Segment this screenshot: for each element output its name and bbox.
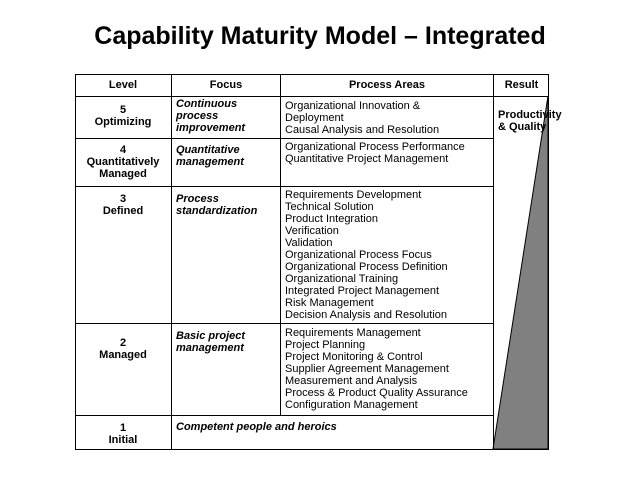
process-area: Organizational Training	[285, 273, 399, 285]
level-name-line: Quantitatively	[86, 156, 160, 168]
level-4: 4 Quantitatively Managed	[75, 144, 171, 180]
process-area: Decision Analysis and Resolution	[285, 309, 448, 321]
focus-line: standardization	[176, 205, 258, 217]
level-number: 1	[119, 422, 127, 434]
header-process-areas: Process Areas	[348, 79, 426, 91]
focus-line: process	[176, 110, 219, 122]
focus-line: improvement	[176, 122, 246, 134]
process-area: Configuration Management	[285, 399, 418, 411]
level-number: 2	[119, 337, 127, 349]
process-area: Organizational Process Focus	[285, 249, 432, 261]
page-title: Capability Maturity Model – Integrated	[94, 22, 546, 50]
focus-line: Basic project	[176, 330, 246, 342]
focus-line: Process	[176, 193, 219, 205]
focus-level-1: Competent people and heroics	[176, 421, 491, 433]
cmmi-table: Level Focus Process Areas Result 5 Optim…	[75, 74, 562, 450]
process-area: Validation	[285, 237, 333, 249]
process-area: Organizational Process Definition	[285, 261, 448, 273]
process-area: Product Integration	[285, 213, 378, 225]
focus-level-5: Continuous process improvement	[176, 98, 280, 134]
process-areas-level-3: Requirements Development Technical Solut…	[285, 189, 491, 321]
process-area: Project Monitoring & Control	[285, 351, 423, 363]
process-area: Supplier Agreement Management	[285, 363, 449, 375]
process-area: Project Planning	[285, 339, 366, 351]
focus-line: Continuous	[176, 98, 238, 110]
level-name: Initial	[108, 434, 138, 446]
process-area: Requirements Management	[285, 327, 421, 339]
process-area: Measurement and Analysis	[285, 375, 418, 387]
header-result: Result	[504, 79, 539, 91]
level-name: Defined	[102, 205, 144, 217]
level-number: 4	[119, 144, 127, 156]
level-2: 2 Managed	[75, 337, 171, 361]
process-area: Organizational Innovation &	[285, 100, 421, 112]
level-number: 3	[119, 193, 127, 205]
level-1: 1 Initial	[75, 422, 171, 446]
focus-line: management	[176, 156, 244, 168]
process-areas-level-5: Organizational Innovation & Deployment C…	[285, 100, 491, 136]
focus-line: management	[176, 342, 244, 354]
process-area: Process & Product Quality Assurance	[285, 387, 468, 399]
table-grid	[75, 74, 549, 450]
process-area: Quantitative Project Management	[285, 153, 449, 165]
process-area: Verification	[285, 225, 339, 237]
process-area: Risk Management	[285, 297, 374, 309]
result-label-line: Productivity	[498, 109, 562, 121]
result-label: Productivity & Quality	[498, 109, 562, 133]
level-3: 3 Defined	[75, 193, 171, 217]
productivity-quality-wedge	[492, 95, 549, 450]
process-area: Organizational Process Performance	[285, 141, 465, 153]
result-label-line: & Quality	[498, 121, 547, 133]
process-area: Deployment	[285, 112, 344, 124]
level-name: Optimizing	[94, 116, 152, 128]
focus-level-3: Process standardization	[176, 193, 280, 217]
focus-level-4: Quantitative management	[176, 144, 280, 168]
process-area: Integrated Project Management	[285, 285, 440, 297]
process-areas-level-2: Requirements Management Project Planning…	[285, 327, 491, 411]
process-area: Causal Analysis and Resolution	[285, 124, 440, 136]
header-focus: Focus	[209, 79, 243, 91]
focus-line: Quantitative	[176, 144, 240, 156]
focus-line: Competent people and heroics	[176, 421, 337, 433]
level-name-line: Managed	[99, 168, 147, 180]
level-number: 5	[119, 104, 127, 116]
level-5: 5 Optimizing	[75, 104, 171, 128]
level-name: Managed	[99, 349, 147, 361]
focus-level-2: Basic project management	[176, 330, 280, 354]
process-area: Technical Solution	[285, 201, 374, 213]
process-areas-level-4: Organizational Process Performance Quant…	[285, 141, 491, 165]
process-area: Requirements Development	[285, 189, 422, 201]
header-level: Level	[108, 79, 138, 91]
